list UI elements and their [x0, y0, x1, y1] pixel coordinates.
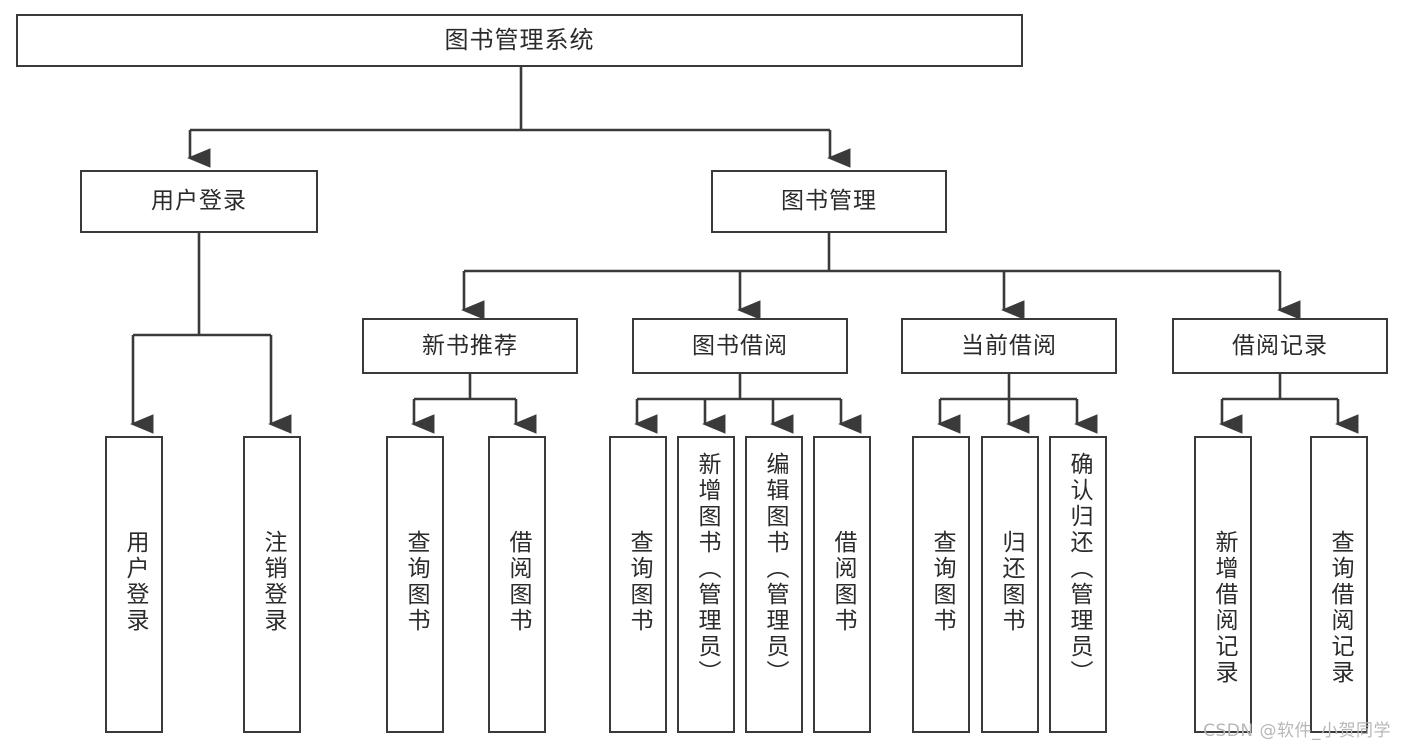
node-leaf-confirm-return[interactable]: 确认归还（管理员） [1049, 436, 1107, 733]
node-leaf-query-record[interactable]: 查询借阅记录 [1310, 436, 1368, 733]
node-leaf-query-book-1[interactable]: 查询图书 [386, 436, 444, 733]
node-leaf-query-book-3-label: 查询图书 [928, 530, 955, 634]
node-user-login-label: 用户登录 [151, 188, 247, 215]
node-leaf-add-book[interactable]: 新增图书（管理员） [677, 436, 735, 733]
node-leaf-query-book-1-label: 查询图书 [402, 530, 429, 634]
node-leaf-logout-login-label: 注销登录 [259, 530, 286, 634]
node-leaf-borrow-book-1-label: 借阅图书 [504, 530, 531, 634]
node-leaf-return-book-label: 归还图书 [997, 530, 1024, 634]
node-leaf-query-book-3[interactable]: 查询图书 [912, 436, 970, 733]
node-leaf-user-login[interactable]: 用户登录 [105, 436, 163, 733]
node-current-borrow-label: 当前借阅 [961, 332, 1057, 359]
node-leaf-borrow-book-1[interactable]: 借阅图书 [488, 436, 546, 733]
node-borrow-record-label: 借阅记录 [1232, 332, 1328, 359]
node-book-borrow[interactable]: 图书借阅 [632, 318, 848, 374]
node-book-borrow-label: 图书借阅 [692, 332, 788, 359]
node-leaf-borrow-book-2-label: 借阅图书 [829, 530, 856, 634]
node-book-manage-label: 图书管理 [781, 188, 877, 215]
node-user-login[interactable]: 用户登录 [80, 170, 318, 233]
node-leaf-edit-book-label: 编辑图书（管理员） [761, 452, 788, 686]
node-leaf-add-book-label: 新增图书（管理员） [693, 452, 720, 686]
node-new-book-rec-label: 新书推荐 [422, 332, 518, 359]
node-leaf-logout-login[interactable]: 注销登录 [243, 436, 301, 733]
node-leaf-return-book[interactable]: 归还图书 [981, 436, 1039, 733]
node-leaf-query-book-2[interactable]: 查询图书 [609, 436, 667, 733]
node-leaf-query-book-2-label: 查询图书 [625, 530, 652, 634]
node-leaf-add-record[interactable]: 新增借阅记录 [1194, 436, 1252, 733]
node-leaf-confirm-return-label: 确认归还（管理员） [1065, 452, 1092, 686]
node-leaf-add-record-label: 新增借阅记录 [1210, 530, 1237, 686]
node-new-book-rec[interactable]: 新书推荐 [362, 318, 578, 374]
node-root[interactable]: 图书管理系统 [16, 14, 1023, 67]
watermark: CSDN @软件_小贺同学 [1203, 721, 1391, 741]
node-leaf-query-record-label: 查询借阅记录 [1326, 530, 1353, 686]
node-leaf-edit-book[interactable]: 编辑图书（管理员） [745, 436, 803, 733]
node-leaf-user-login-label: 用户登录 [121, 530, 148, 634]
node-borrow-record[interactable]: 借阅记录 [1172, 318, 1388, 374]
node-book-manage[interactable]: 图书管理 [711, 170, 947, 233]
node-current-borrow[interactable]: 当前借阅 [901, 318, 1117, 374]
node-leaf-borrow-book-2[interactable]: 借阅图书 [813, 436, 871, 733]
node-root-label: 图书管理系统 [444, 25, 595, 54]
